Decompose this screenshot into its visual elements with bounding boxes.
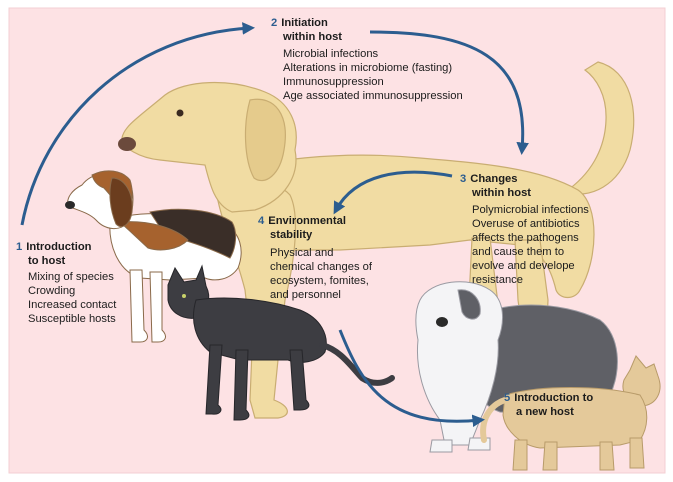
stage-4-number: 4 <box>258 215 264 227</box>
stage-2-number: 2 <box>271 17 277 29</box>
stage-3-label: 3 Changes within host Polymicrobial infec… <box>460 172 665 287</box>
stage-5-label: 5 Introduction to a new host <box>504 391 664 419</box>
stage-5-number: 5 <box>504 392 510 404</box>
stage-3-item: evolve and develope <box>472 259 665 273</box>
stage-2-label: 2 Initiation within host Microbial infect… <box>271 16 561 103</box>
stage-3-title-line1: Changes <box>470 173 517 185</box>
stage-1-item: Crowding <box>28 284 186 298</box>
stage-3-title-line2: within host <box>472 187 531 199</box>
stage-1-item: Increased contact <box>28 298 186 312</box>
stage-1-item: Mixing of species <box>28 270 186 284</box>
stage-3-item: resistance <box>472 273 665 287</box>
stage-1-item: Susceptible hosts <box>28 312 186 326</box>
stage-4-item: chemical changes of <box>270 260 433 274</box>
stage-4-item: ecosystem, fomites, <box>270 274 433 288</box>
stage-2-item: Microbial infections <box>283 47 561 61</box>
stage-3-item: affects the pathogens <box>472 231 665 245</box>
stage-3-number: 3 <box>460 173 466 185</box>
stage-2-item: Alterations in microbiome (fasting) <box>283 61 561 75</box>
stage-4-item: Physical and <box>270 246 433 260</box>
stage-5-title-line2: a new host <box>516 406 574 418</box>
stage-1-title-line1: Introduction <box>26 241 91 253</box>
stage-2-title-line1: Initiation <box>281 17 328 29</box>
stage-1-number: 1 <box>16 241 22 253</box>
stage-4-item: and personnel <box>270 288 433 302</box>
stage-2-item: Age associated immunosuppression <box>283 89 561 103</box>
stage-1-title-line2: to host <box>28 255 65 267</box>
stage-5-title-line1: Introduction to <box>514 392 593 404</box>
stage-3-item: Overuse of antibiotics <box>472 217 665 231</box>
stage-2-title-line2: within host <box>283 31 342 43</box>
stage-4-title-line2: stability <box>270 229 312 241</box>
stage-3-item: and cause them to <box>472 245 665 259</box>
stage-4-title-line1: Environmental <box>268 215 346 227</box>
stage-2-item: Immunosuppression <box>283 75 561 89</box>
stage-3-item: Polymicrobial infections <box>472 203 665 217</box>
stage-4-label: 4 Environmental stability Physical and ch… <box>258 214 433 302</box>
